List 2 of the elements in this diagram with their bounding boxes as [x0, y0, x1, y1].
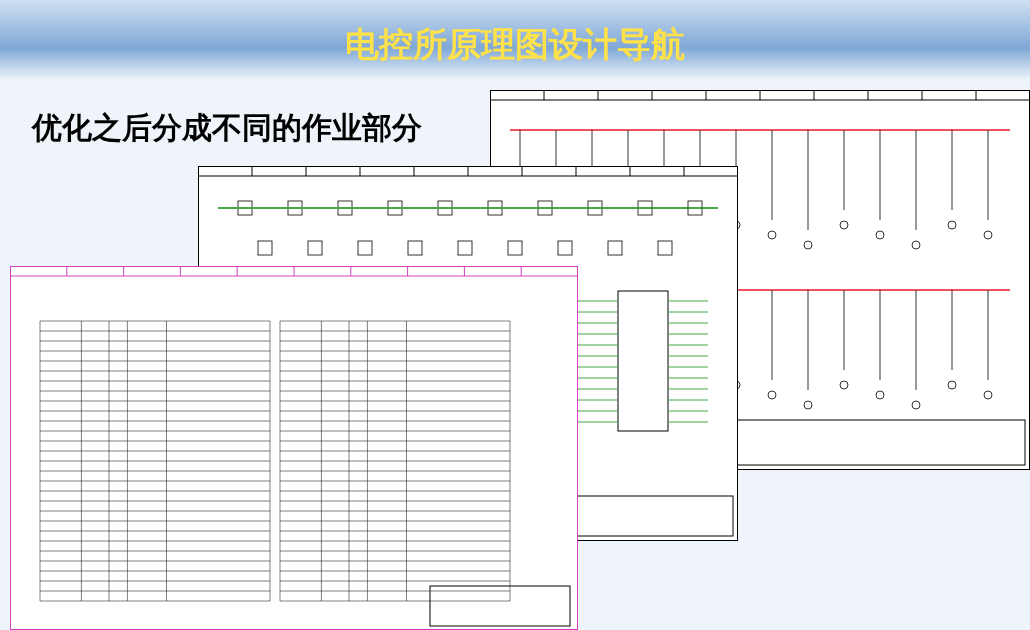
slide-title: 电控所原理图设计导航: [344, 23, 686, 66]
subtitle: 优化之后分成不同的作业部分: [32, 109, 422, 147]
